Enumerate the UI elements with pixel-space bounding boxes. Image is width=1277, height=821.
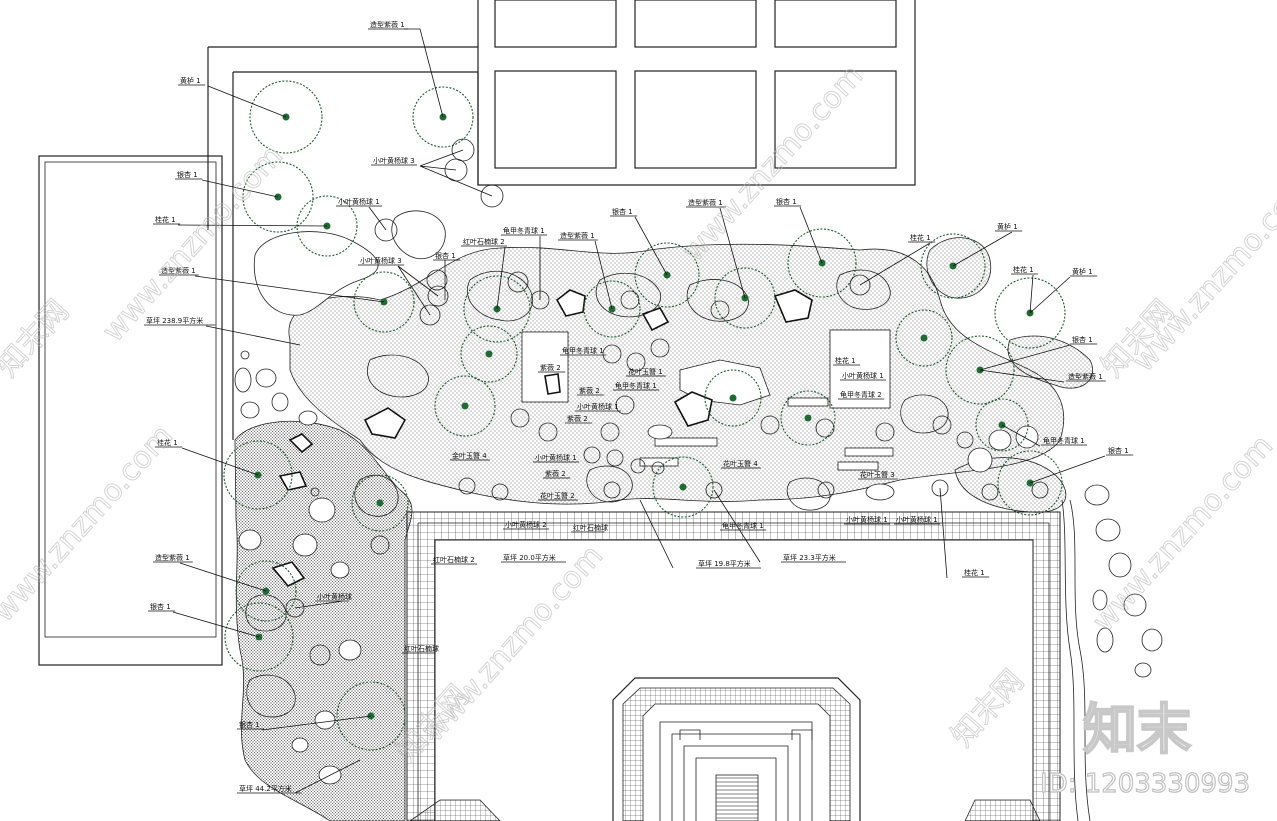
plant-label: 造型紫薇 1 xyxy=(155,553,190,562)
plant-label: 紫薇 2 xyxy=(579,386,600,395)
plant-label: 造型紫薇 1 xyxy=(1068,372,1103,381)
plant-label: 龟甲冬青球 1 xyxy=(562,346,604,355)
plant-label: 桂花 1 xyxy=(964,568,985,577)
plant-label: 红叶石楠球 xyxy=(573,523,608,532)
leader-lines xyxy=(172,28,1106,794)
plant-label: 造型紫薇 1 xyxy=(161,266,196,275)
plant-label: 银杏 1 xyxy=(150,602,171,611)
tree xyxy=(434,375,496,437)
plant-label: 小叶黄杨球 1 xyxy=(896,515,938,524)
plant-label: 黄栌 1 xyxy=(180,76,201,85)
plant-label: 造型紫薇 1 xyxy=(370,20,405,29)
plant-label: 银杏 1 xyxy=(612,207,633,216)
plant-label: 造型紫薇 1 xyxy=(560,231,595,240)
plant-label: 小叶黄杨球 2 xyxy=(505,520,547,529)
plant-label: 桂花 1 xyxy=(835,356,856,365)
plant-label: 金叶玉簪 4 xyxy=(452,451,487,460)
tree xyxy=(780,390,836,446)
site-boundaries xyxy=(38,0,916,666)
plant-label: 小叶黄杨球 3 xyxy=(373,156,415,165)
tree xyxy=(460,325,518,383)
plant-label: 黄栌 1 xyxy=(997,222,1018,231)
plant-label: 小叶黄杨球 1 xyxy=(846,515,888,524)
plant-label: 桂花 1 xyxy=(157,438,178,447)
plant-label: 龟甲冬青球 1 xyxy=(615,381,657,390)
plant-label: 银杏 1 xyxy=(239,720,260,729)
brand-mark: 知末 ID: 1203330993 xyxy=(1039,697,1250,800)
plant-label: 银杏 1 xyxy=(1108,446,1129,455)
building-top xyxy=(494,0,897,169)
plant-label: 桂花 1 xyxy=(910,233,931,242)
plant-label: 花叶玉簪 4 xyxy=(723,459,758,468)
plant-label: 紫薇 2 xyxy=(567,414,588,423)
plant-label: 小叶黄杨球 xyxy=(317,592,352,601)
plant-label: 桂花 1 xyxy=(155,215,176,224)
plant-label: 银杏 1 xyxy=(435,251,456,260)
plant-label: 花叶玉簪 3 xyxy=(860,470,895,479)
watermark-text: www.znzmo.com xyxy=(0,418,180,628)
plant-label: 红叶石楠球 2 xyxy=(463,237,505,246)
brand-id: ID: 1203330993 xyxy=(1040,769,1250,799)
plant-labels: 造型紫薇 1 黄栌 1 小叶黄杨球 3 银杏 1 小叶黄杨球 1 桂花 1 龟甲冬青球 1 红… xyxy=(148,20,1134,730)
area-label: 草坪 44.2平方米 xyxy=(239,784,292,793)
courtyard xyxy=(406,499,1091,821)
area-label: 草坪 19.8平方米 xyxy=(698,559,751,568)
area-label: 草坪 23.3平方米 xyxy=(783,553,836,562)
tree xyxy=(351,474,409,532)
area-label: 草坪 20.0平方米 xyxy=(503,553,556,562)
plant-label: 龟甲冬青球 1 xyxy=(1043,436,1085,445)
plant-label: 银杏 1 xyxy=(1072,335,1093,344)
plant-label: 紫薇 2 xyxy=(540,363,561,372)
watermark-text: 知末网 xyxy=(0,293,76,383)
plant-label: 银杏 1 xyxy=(177,170,198,179)
plant-label: 黄栌 1 xyxy=(1072,267,1093,276)
landscape-rocks xyxy=(271,289,813,587)
plant-label: 桂花 1 xyxy=(1013,265,1034,274)
plant-label: 花叶玉簪 2 xyxy=(540,491,575,500)
plant-label: 红叶石楠球 xyxy=(404,644,439,653)
plant-label: 小叶黄杨球 1 xyxy=(535,453,577,462)
plant-label: 紫薇 2 xyxy=(545,469,566,478)
plant-label: 龟甲冬青球 2 xyxy=(840,390,882,399)
plant-label: 花叶玉簪 1 xyxy=(628,367,663,376)
plant-label: 红叶石楠球 2 xyxy=(433,555,475,564)
plant-label: 造型紫薇 1 xyxy=(688,198,723,207)
plant-label: 银杏 1 xyxy=(776,197,797,206)
stepping-stones xyxy=(234,367,1163,785)
shrub-balls xyxy=(240,138,1049,666)
tree xyxy=(895,309,953,367)
watermark-text: 知末网 xyxy=(945,663,1031,753)
plant-label: 龟甲冬青球 1 xyxy=(503,226,545,235)
tree xyxy=(704,369,762,427)
plant-label: 小叶黄杨球 1 xyxy=(338,197,380,206)
plant-label: 小叶黄杨球 3 xyxy=(360,256,402,265)
watermark-text: www.znzmo.com xyxy=(676,58,870,268)
plant-label: 小叶黄杨球 1 xyxy=(842,371,884,380)
plaza xyxy=(521,329,894,475)
brand-name: 知末 xyxy=(1083,698,1191,761)
area-label: 草坪 238.9平方米 xyxy=(146,316,203,325)
plant-label: 龟甲冬青球 1 xyxy=(722,521,764,530)
plant-label: 小叶黄杨球 1 xyxy=(577,402,619,411)
